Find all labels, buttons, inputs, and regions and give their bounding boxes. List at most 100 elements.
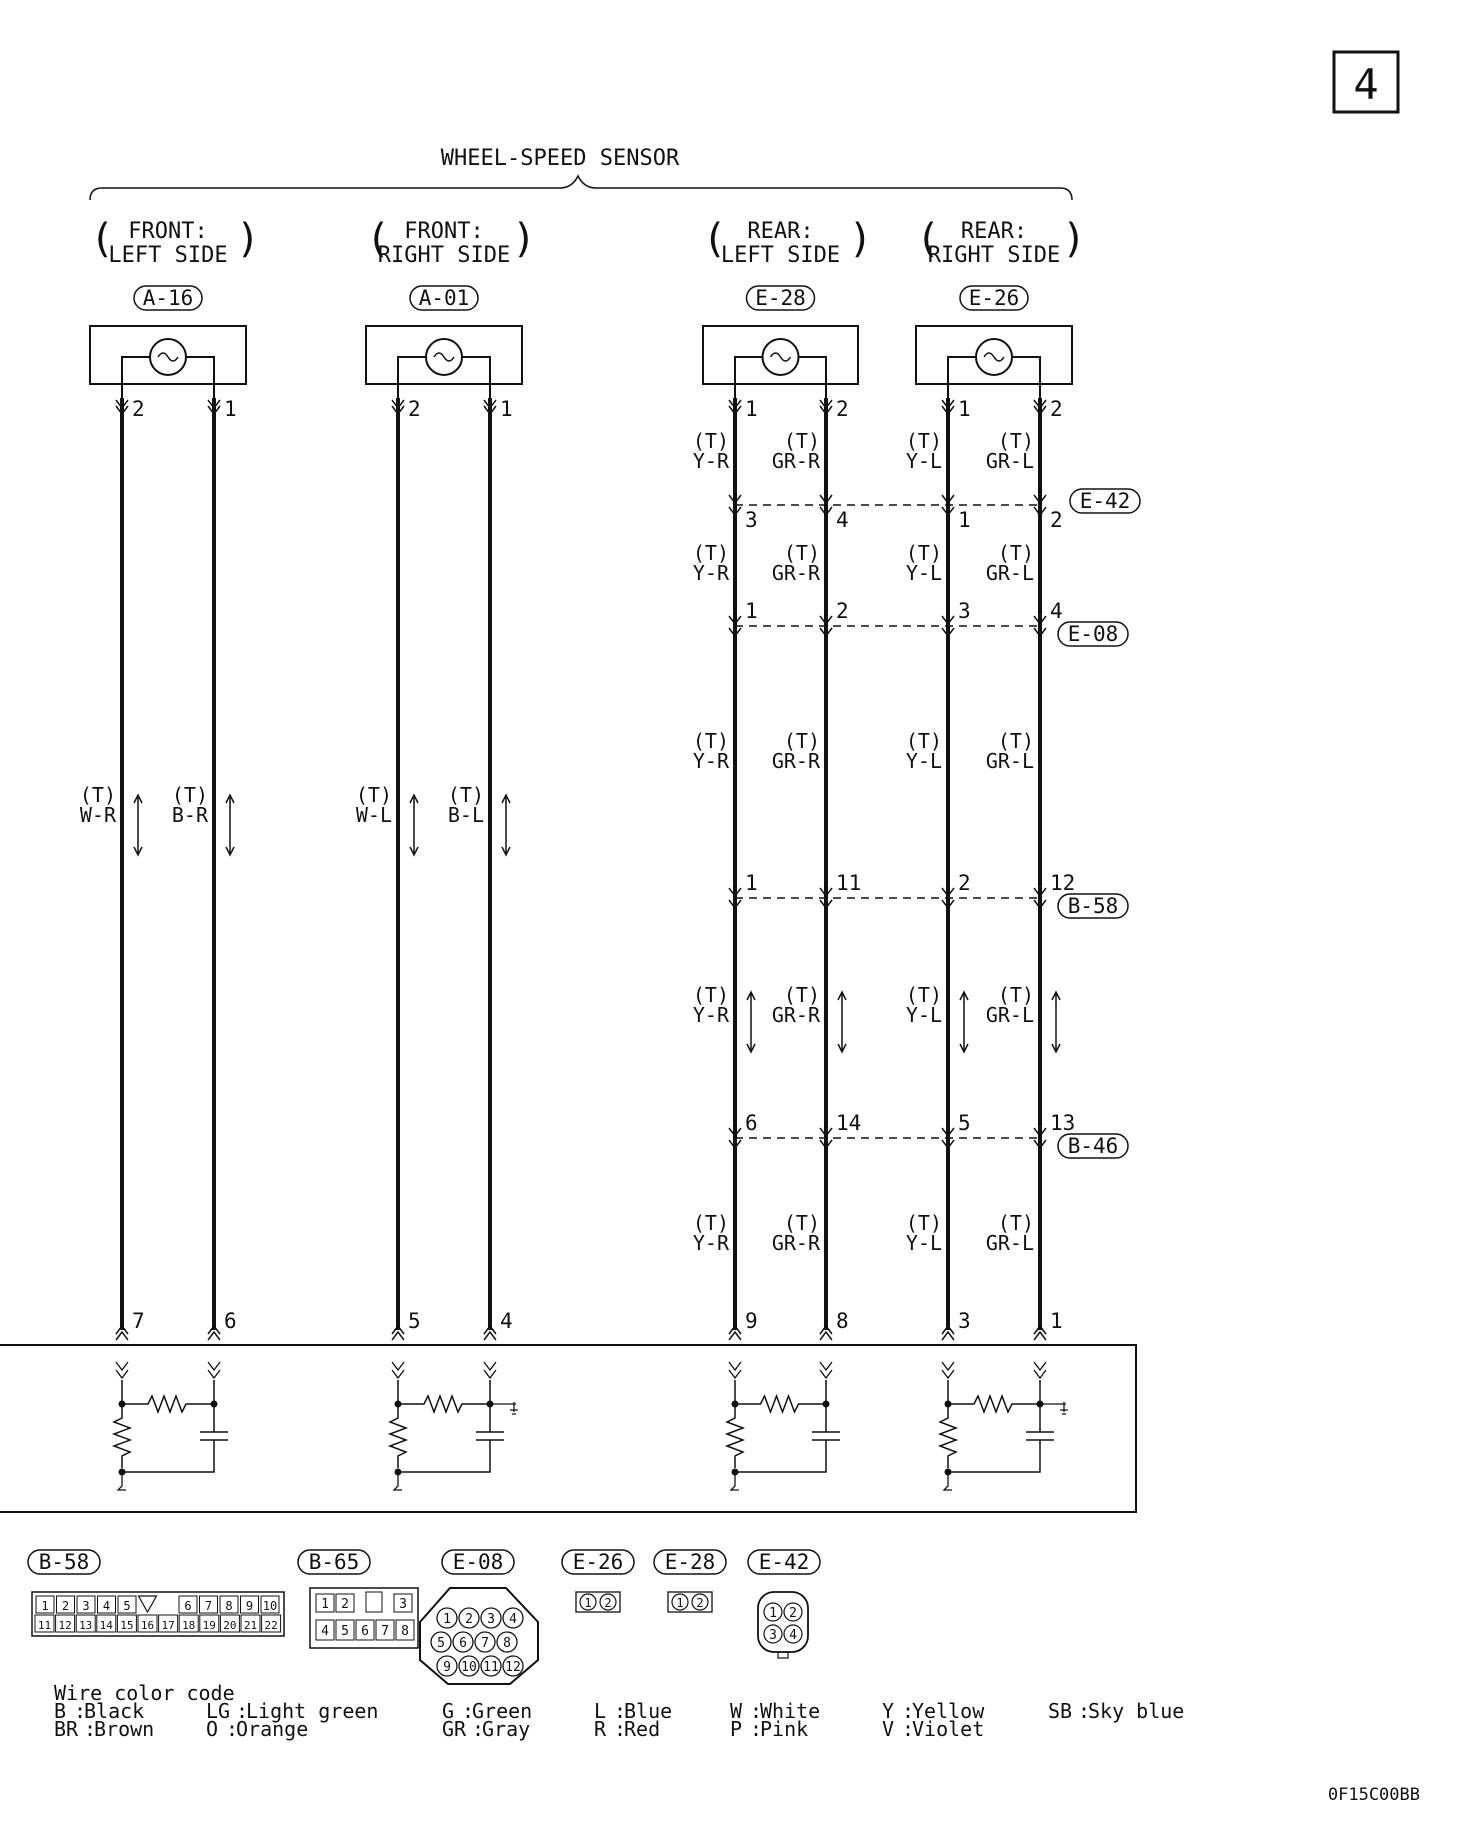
sensor-position-line1: FRONT: [404,219,483,244]
twisted-tag: (T) [998,729,1034,753]
terminal-arrow-icon [1033,887,1047,910]
pin-number: 6 [184,1599,191,1613]
legend-entry: L:Blue [594,1699,672,1723]
pin-number: 16 [141,1619,154,1632]
pin-number: 10 [461,1660,477,1675]
pin-cell [335,1593,355,1613]
terminal-arrow-icon [819,1324,833,1341]
pin-cell [315,1619,335,1641]
diagram-title: WHEEL-SPEED SENSOR [441,146,680,171]
sensor-box [915,325,1073,385]
pin-cell [260,1595,280,1614]
legend-separator: : [750,1699,762,1723]
pin-cell [355,1619,375,1641]
connector-tag-frame [441,1549,515,1575]
top-pin: 2 [132,397,145,421]
wire-color-label: Y-R [693,749,730,773]
legend-label: Violet [912,1717,984,1741]
pin-number: 5 [437,1636,445,1651]
sine-icon [769,352,792,362]
pin-cell [116,1614,137,1633]
twisted-tag: (T) [693,429,729,453]
paren-open: ( [916,216,940,262]
connector-tag: E-26 [573,1550,624,1574]
legend-label: Green [472,1699,532,1723]
connector-tag: E-42 [1080,489,1131,513]
twisted-tag: (T) [693,541,729,565]
pin-cell [393,1593,413,1613]
legend-entry: W:White [730,1699,820,1723]
pin-number: 6 [459,1636,467,1651]
pin-number: 20 [223,1619,236,1632]
connector-tag-frame [747,1549,821,1575]
connector-tag: E-28 [665,1550,716,1574]
sensor-box [365,325,523,385]
terminal-arrow-icon [728,399,742,416]
legend-code: Y [882,1699,894,1723]
pin-cell [178,1614,199,1633]
pin-cell [178,1595,198,1614]
capacitor-icon [122,1404,228,1473]
legend-entry: R:Red [594,1717,660,1741]
twisted-pair-arrow-icon [837,990,847,1054]
pin-number: 17 [161,1619,174,1632]
legend-code: B [54,1699,66,1723]
ecu-input-circuit [724,1361,840,1491]
legend-entry: O:Orange [206,1717,308,1741]
bottom-pin: 8 [836,1309,849,1333]
connector-tag: B-65 [309,1550,360,1574]
title-brace [89,174,1073,201]
twisted-tag: (T) [906,1211,942,1235]
sine-icon [433,352,455,362]
pin-cell [458,1607,480,1629]
connector-outline [31,1591,285,1637]
legend-code: P [730,1717,742,1741]
intermediate-pin: 11 [836,871,861,895]
legend-entry: GR:Gray [442,1717,530,1741]
connector-tag-frame [745,285,816,311]
connector-outline [757,1591,809,1653]
pin-cell [783,1602,803,1622]
intermediate-pin: 4 [836,508,849,532]
pin-number: 1 [584,1596,591,1610]
twisted-tag: (T) [906,429,942,453]
terminal-arrow-icon [819,494,833,517]
connector-view-E-42: E-42 [747,1549,821,1575]
pin-number: 2 [789,1606,797,1621]
legend-separator: : [472,1717,484,1741]
pin-cell [315,1593,335,1613]
ecu-input-circuit [937,1361,1068,1491]
terminal-arrow-icon [819,615,833,638]
twisted-pair-arrow-icon [746,990,756,1054]
terminal-arrow-icon [819,1361,833,1380]
pin-number: 2 [465,1612,473,1627]
pin-number: 1 [41,1599,48,1613]
pin-cell [75,1614,96,1633]
sensor-position-line1: REAR: [961,219,1027,244]
legend-label: Yellow [912,1699,985,1723]
terminal-arrow-icon [1033,1361,1047,1380]
twisted-tag: (T) [693,1211,729,1235]
pin-cell [496,1631,518,1653]
pin-number: 2 [62,1599,69,1613]
twisted-tag: (T) [784,729,820,753]
intermediate-pin: 1 [958,508,971,532]
twisted-pair-arrow-icon [501,793,511,857]
pin-number: 3 [399,1597,407,1612]
resistor-icon [735,1393,826,1415]
legend-label: Brown [94,1717,154,1741]
sensor-box [702,325,859,385]
pin-cell [117,1595,137,1614]
sensor-lead [397,356,426,398]
sensor-2: ()REAR:LEFT SIDEE-281928(T)Y-R(T)GR-R(T)… [693,216,873,1341]
legend-entry: B:Black [54,1699,144,1723]
wire-color-label: GR-L [986,749,1034,773]
top-pin: 1 [958,397,971,421]
